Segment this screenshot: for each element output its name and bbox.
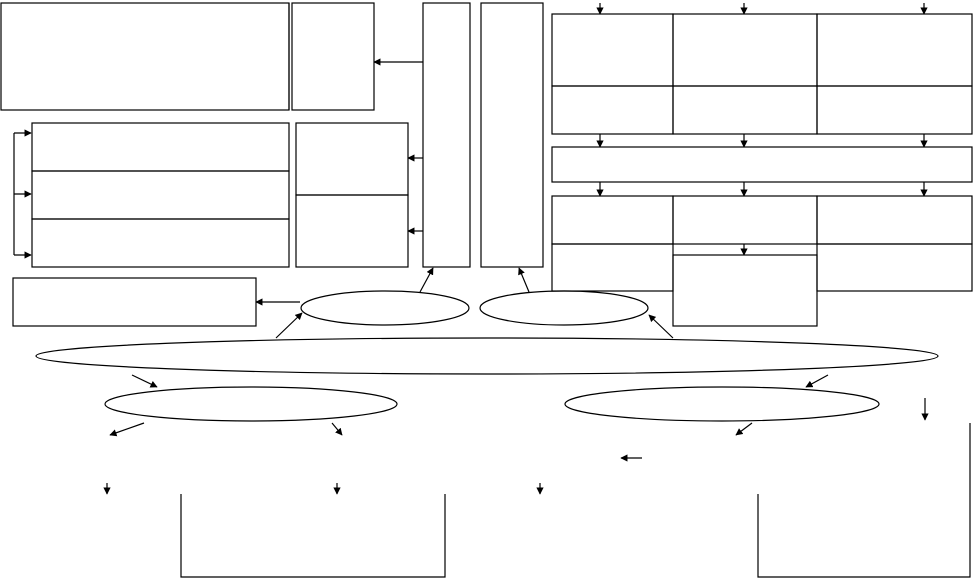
center-right-column <box>480 2 544 268</box>
right-grid-r3c1 <box>551 195 674 245</box>
left-stack-row-1 <box>31 122 290 172</box>
arrow-11 <box>648 314 674 339</box>
right-grid-r1c1 <box>551 13 674 87</box>
lower-ellipse-right <box>564 386 880 422</box>
arrow-26 <box>331 422 343 436</box>
arrow-10 <box>275 312 303 339</box>
right-grid-r2c2 <box>672 85 818 135</box>
hub-ellipse-right <box>479 290 649 326</box>
left-stack-row-3 <box>31 218 290 268</box>
right-grid-r1c2 <box>672 13 818 87</box>
right-grid-r4c2 <box>672 254 818 327</box>
top-left-narrow-box <box>291 2 375 111</box>
main-wide-ellipse <box>35 337 939 375</box>
right-grid-r4c1 <box>551 243 674 292</box>
side-lower-box <box>295 194 409 268</box>
arrow-27 <box>735 422 753 436</box>
right-grid-r3c3 <box>816 195 973 245</box>
right-grid-r3c2 <box>672 195 818 245</box>
top-left-wide-box <box>0 2 290 111</box>
left-stack-row-2 <box>31 170 290 220</box>
right-grid-r1c3 <box>816 13 973 87</box>
side-upper-box <box>295 122 409 196</box>
right-grid-r4c3 <box>816 243 973 292</box>
lower-ellipse-left <box>104 386 398 422</box>
right-grid-r2c1 <box>551 85 674 135</box>
right-grid-r2c3 <box>816 85 973 135</box>
center-left-column <box>422 2 471 268</box>
arrow-22 <box>131 374 158 388</box>
bottom-right-bracket <box>757 423 971 578</box>
arrow-9 <box>518 267 530 293</box>
arrow-23 <box>805 374 829 388</box>
arrow-25 <box>109 422 145 437</box>
right-wide-band <box>551 146 973 183</box>
bottom-left-box <box>12 277 257 327</box>
bottom-center-bracket <box>180 494 446 578</box>
arrow-8 <box>419 267 434 293</box>
hub-ellipse-left <box>300 290 470 326</box>
